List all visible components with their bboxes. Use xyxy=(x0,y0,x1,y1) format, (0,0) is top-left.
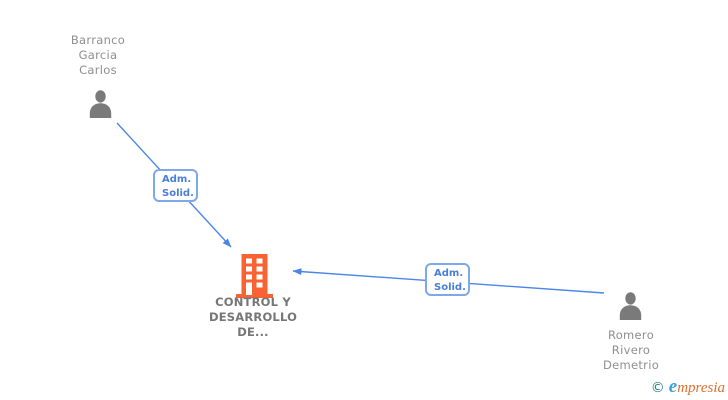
person-name-line: Demetrio xyxy=(602,358,660,372)
person-name-line: Garcia xyxy=(78,48,118,62)
person-name-barranco[interactable]: Barranco Garcia Carlos xyxy=(38,33,158,78)
copyright-icon: © xyxy=(650,380,665,396)
person-name-line: Romero xyxy=(607,328,655,342)
brand-rest: mpresia xyxy=(677,380,725,396)
person-name-romero[interactable]: Romero Rivero Demetrio xyxy=(571,328,691,373)
person-name-line: Rivero xyxy=(611,343,651,357)
person-name-line: Carlos xyxy=(79,63,117,77)
empresia-logo[interactable]: © e mpresia xyxy=(651,377,725,396)
company-name-line: DESARROLLO xyxy=(208,310,298,324)
brand-initial: e xyxy=(668,376,678,397)
edge-label-line: Solid. xyxy=(434,282,466,293)
node-person-barranco[interactable] xyxy=(88,90,113,122)
edge-label-adm-solid-2: Adm. Solid. xyxy=(425,263,470,296)
company-name-line: DE... xyxy=(237,325,269,339)
person-silhouette-icon xyxy=(619,292,642,320)
edge-label-line: Adm. xyxy=(434,268,464,279)
person-name-line: Barranco xyxy=(70,33,126,47)
company-name[interactable]: CONTROL Y DESARROLLO DE... xyxy=(183,295,323,340)
edge-label-adm-solid-1: Adm. Solid. xyxy=(153,169,198,202)
office-building-icon xyxy=(236,254,273,298)
person-silhouette-icon xyxy=(89,90,112,118)
node-company[interactable] xyxy=(236,254,273,302)
edge-label-line: Adm. xyxy=(162,174,192,185)
edge-label-line: Solid. xyxy=(162,188,194,199)
company-name-line: CONTROL Y xyxy=(215,295,291,309)
node-person-romero[interactable] xyxy=(618,292,643,324)
